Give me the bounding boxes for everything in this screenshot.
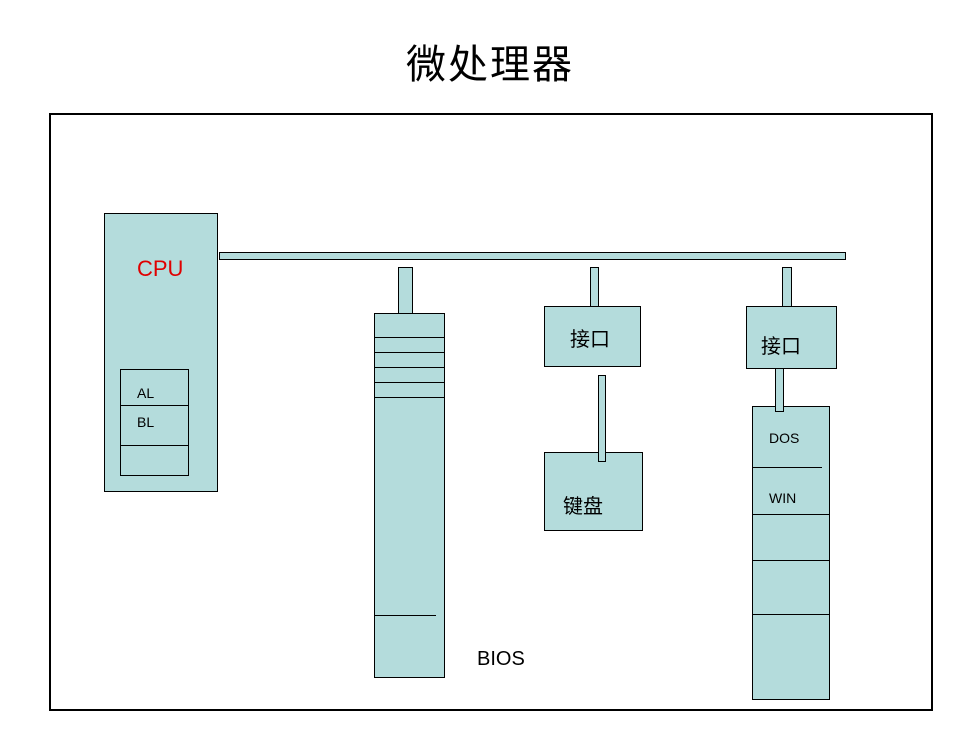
register-stack — [120, 369, 189, 476]
register-al: AL — [137, 385, 155, 401]
memory-row-divider — [374, 367, 445, 368]
keyboard-interface-block — [544, 306, 641, 367]
disk-block — [752, 406, 830, 700]
disk-slot-win: WIN — [769, 490, 797, 506]
memory-row-divider — [374, 397, 445, 398]
disk-interface-block — [746, 306, 837, 369]
bios-label: BIOS — [477, 648, 525, 670]
memory-row-divider — [374, 337, 445, 338]
memory-block — [374, 313, 445, 678]
disk-interface-connector — [782, 267, 792, 307]
keyboard-interface-connector — [590, 267, 599, 307]
disk-link-connector — [775, 368, 784, 412]
keyboard-device-block — [544, 452, 643, 531]
keyboard-link-connector — [598, 375, 606, 462]
cpu-label: CPU — [137, 256, 184, 281]
register-divider — [120, 405, 189, 406]
system-frame — [49, 113, 933, 711]
register-divider — [120, 445, 189, 446]
disk-slot-divider — [752, 560, 830, 561]
memory-row-divider — [374, 615, 436, 616]
memory-connector — [398, 267, 413, 314]
disk-slot-dos: DOS — [769, 430, 800, 446]
memory-row-divider — [374, 382, 445, 383]
keyboard-interface-label: 接口 — [570, 327, 610, 351]
register-bl: BL — [137, 414, 155, 430]
disk-slot-divider — [752, 614, 830, 615]
system-bus — [219, 252, 846, 260]
diagram-title: 微处理器 — [406, 42, 574, 88]
disk-slot-divider — [752, 467, 822, 468]
memory-row-divider — [374, 352, 445, 353]
keyboard-label: 键盘 — [563, 494, 603, 518]
disk-interface-label: 接口 — [761, 334, 801, 358]
disk-slot-divider — [752, 514, 830, 515]
